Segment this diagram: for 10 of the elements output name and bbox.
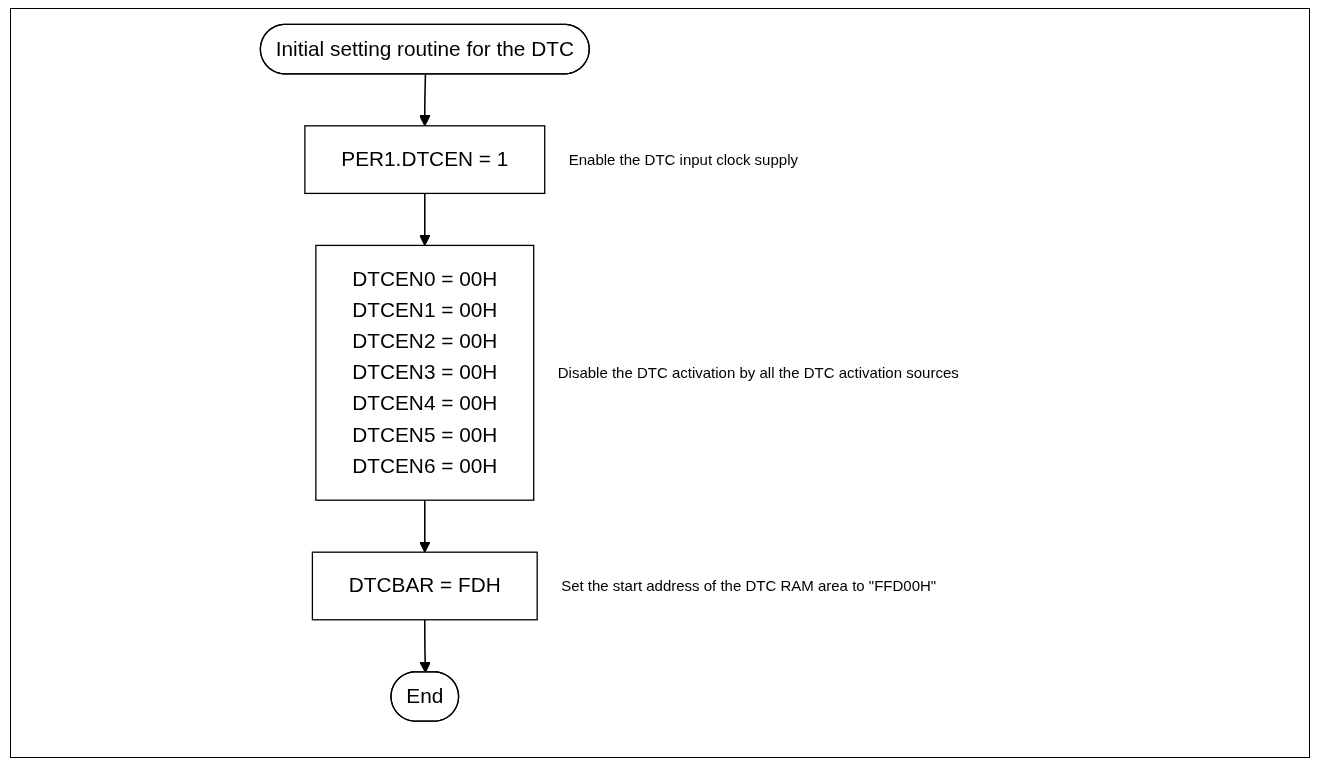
step-note: Disable the DTC activation by all the DTC activation sources bbox=[557, 364, 959, 382]
node-box: DTCEN0 = 00H DTCEN1 = 00H DTCEN2 = 00H DTCEN3 = 00H DTCEN4 = 00H DTCEN5 = 00H DTCEN6 = 00H bbox=[315, 244, 535, 501]
step-note: Set the start address of the DTC RAM area to "FFD00H" bbox=[561, 577, 937, 595]
arrow bbox=[419, 192, 431, 246]
arrow bbox=[419, 73, 431, 127]
arrow bbox=[419, 619, 431, 673]
node-box: PER1.DTCEN = 1 bbox=[304, 125, 546, 195]
arrow bbox=[419, 499, 431, 553]
node-box: DTCBAR = FDH bbox=[311, 551, 538, 621]
step-note: Enable the DTC input clock supply bbox=[568, 151, 798, 169]
